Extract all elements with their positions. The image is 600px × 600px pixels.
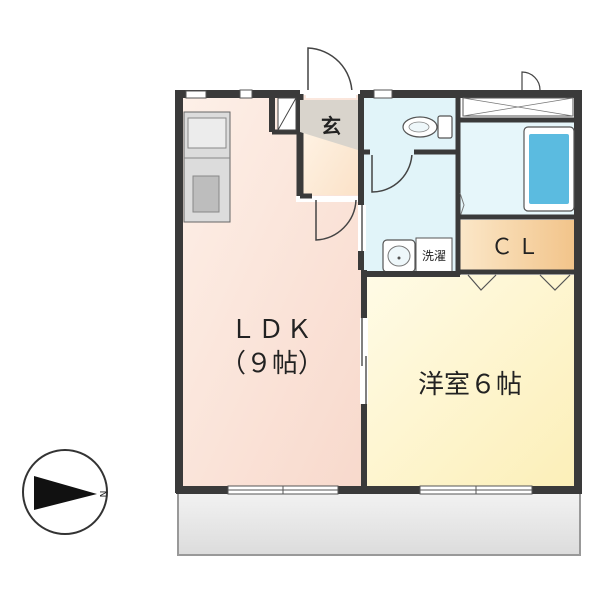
genkan-step <box>300 100 358 150</box>
toilet-icon <box>402 115 453 139</box>
toilet-door-swing[interactable] <box>371 151 413 193</box>
ldk-top-vent <box>185 90 207 99</box>
closet-door-left[interactable] <box>467 274 497 291</box>
western-balcony-window[interactable] <box>419 485 533 495</box>
balcony <box>177 492 581 556</box>
kitchen-range <box>187 117 227 149</box>
wash-basin-icon <box>382 239 416 273</box>
compass-north-arrow-icon <box>34 476 97 510</box>
closet-door-right[interactable] <box>539 274 571 291</box>
western-room-label: 洋室６帖 <box>418 370 522 400</box>
bathtub-icon <box>523 126 575 212</box>
washing-machine-space <box>415 237 453 273</box>
bath-window-diag-2 <box>462 97 574 117</box>
closet-label: ＣＬ <box>491 235 543 260</box>
ldk-balcony-window[interactable] <box>227 485 339 495</box>
entrance-door-swing[interactable] <box>307 47 353 95</box>
ldk-door-swing[interactable] <box>315 199 357 241</box>
sliding-door-opening <box>360 318 368 404</box>
entrance-door-opening <box>306 90 356 98</box>
ldk-door-opening <box>296 196 358 202</box>
closet-floor <box>460 220 575 270</box>
ldk-size-label: （９帖） <box>220 349 324 379</box>
bath-exterior-door[interactable] <box>521 71 541 91</box>
laundry-label: 洗濯 <box>422 249 446 263</box>
entrance-label: 玄 <box>321 114 341 138</box>
compass-north-label: N <box>97 491 107 498</box>
bathroom-door-marker <box>459 192 465 218</box>
ldk-top-window <box>239 89 253 99</box>
compass: N <box>22 449 108 535</box>
kitchen-sink-icon <box>192 175 220 213</box>
toilet-top-window <box>373 89 393 99</box>
ldk-label: ＬＤＫ <box>230 315 314 345</box>
toilet-door-opening <box>370 149 414 155</box>
shoe-cabinet-diagonal <box>277 97 297 131</box>
western-room-floor <box>366 275 578 487</box>
